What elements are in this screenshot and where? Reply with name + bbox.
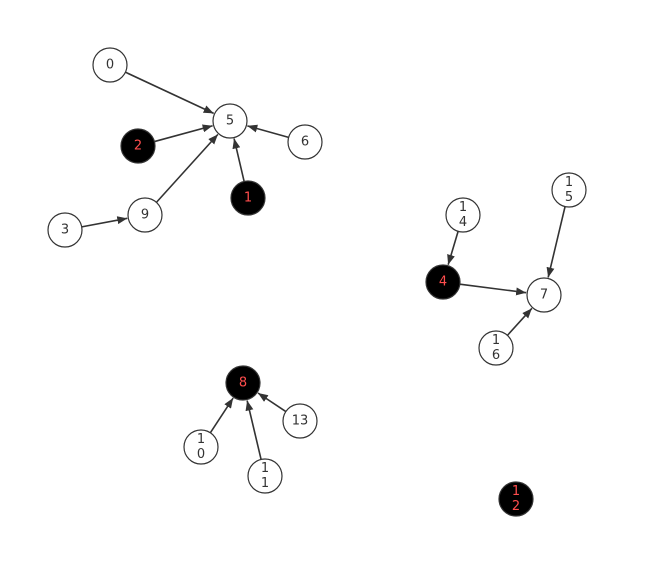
node-circle bbox=[282, 403, 318, 439]
node-label: 0 bbox=[106, 58, 114, 73]
node-label: 13 bbox=[292, 414, 309, 429]
node-label: 1 bbox=[197, 432, 205, 447]
node-circle bbox=[247, 458, 283, 494]
node-circle bbox=[445, 197, 481, 233]
node-5[interactable]: 5 bbox=[212, 103, 248, 139]
node-label: 1 bbox=[459, 200, 467, 215]
node-11[interactable]: 11 bbox=[247, 458, 283, 494]
node-14[interactable]: 14 bbox=[445, 197, 481, 233]
node-2[interactable]: 2 bbox=[120, 128, 156, 164]
node-circle bbox=[526, 277, 562, 313]
node-circle bbox=[498, 481, 534, 517]
node-circle bbox=[425, 264, 461, 300]
node-circle bbox=[225, 365, 261, 401]
node-13[interactable]: 13 bbox=[282, 403, 318, 439]
node-9[interactable]: 9 bbox=[127, 197, 163, 233]
node-label: 4 bbox=[459, 215, 467, 230]
node-label: 1 bbox=[565, 175, 573, 190]
node-label: 1 bbox=[492, 333, 500, 348]
edge-4-to-7 bbox=[459, 283, 527, 296]
edge-13-to-8 bbox=[257, 392, 287, 413]
edge-16-to-7 bbox=[506, 307, 533, 336]
node-label: 6 bbox=[301, 135, 309, 150]
edge-14-to-4 bbox=[447, 231, 459, 265]
node-8[interactable]: 8 bbox=[225, 365, 261, 401]
edge-11-to-8 bbox=[245, 400, 262, 460]
node-label: 8 bbox=[239, 376, 247, 391]
node-16[interactable]: 16 bbox=[478, 330, 514, 366]
node-label: 5 bbox=[565, 190, 573, 205]
edge-0-to-5 bbox=[125, 71, 215, 115]
edge-1-to-5 bbox=[232, 138, 245, 182]
node-label: 4 bbox=[439, 275, 447, 290]
node-0[interactable]: 0 bbox=[92, 47, 128, 83]
node-3[interactable]: 3 bbox=[47, 212, 83, 248]
node-label: 6 bbox=[492, 348, 500, 363]
node-circle bbox=[127, 197, 163, 233]
node-label: 7 bbox=[540, 288, 548, 303]
node-label: 0 bbox=[197, 447, 205, 462]
node-label: 2 bbox=[134, 139, 142, 154]
node-circle bbox=[478, 330, 514, 366]
node-label: 5 bbox=[226, 114, 234, 129]
node-4[interactable]: 4 bbox=[425, 264, 461, 300]
node-label: 1 bbox=[261, 461, 269, 476]
node-15[interactable]: 15 bbox=[551, 172, 587, 208]
node-circle bbox=[47, 212, 83, 248]
node-label: 1 bbox=[261, 476, 269, 491]
edge-2-to-5 bbox=[154, 124, 213, 143]
node-circle bbox=[120, 128, 156, 164]
edge-10-to-8 bbox=[209, 397, 234, 434]
node-6[interactable]: 6 bbox=[287, 124, 323, 160]
edge-9-to-5 bbox=[155, 133, 219, 203]
node-circle bbox=[287, 124, 323, 160]
edge-6-to-5 bbox=[247, 124, 289, 139]
edges-layer bbox=[81, 71, 566, 460]
node-7[interactable]: 7 bbox=[526, 277, 562, 313]
node-12[interactable]: 12 bbox=[498, 481, 534, 517]
node-label: 9 bbox=[141, 208, 149, 223]
node-circle bbox=[230, 180, 266, 216]
node-circle bbox=[183, 429, 219, 465]
node-1[interactable]: 1 bbox=[230, 180, 266, 216]
node-label: 1 bbox=[244, 191, 252, 206]
node-label: 1 bbox=[512, 484, 520, 499]
edge-15-to-7 bbox=[546, 206, 566, 278]
edge-3-to-9 bbox=[81, 216, 128, 228]
node-circle bbox=[551, 172, 587, 208]
node-label: 3 bbox=[61, 223, 69, 238]
node-label: 2 bbox=[512, 499, 520, 514]
node-circle bbox=[212, 103, 248, 139]
node-circle bbox=[92, 47, 128, 83]
node-10[interactable]: 10 bbox=[183, 429, 219, 465]
